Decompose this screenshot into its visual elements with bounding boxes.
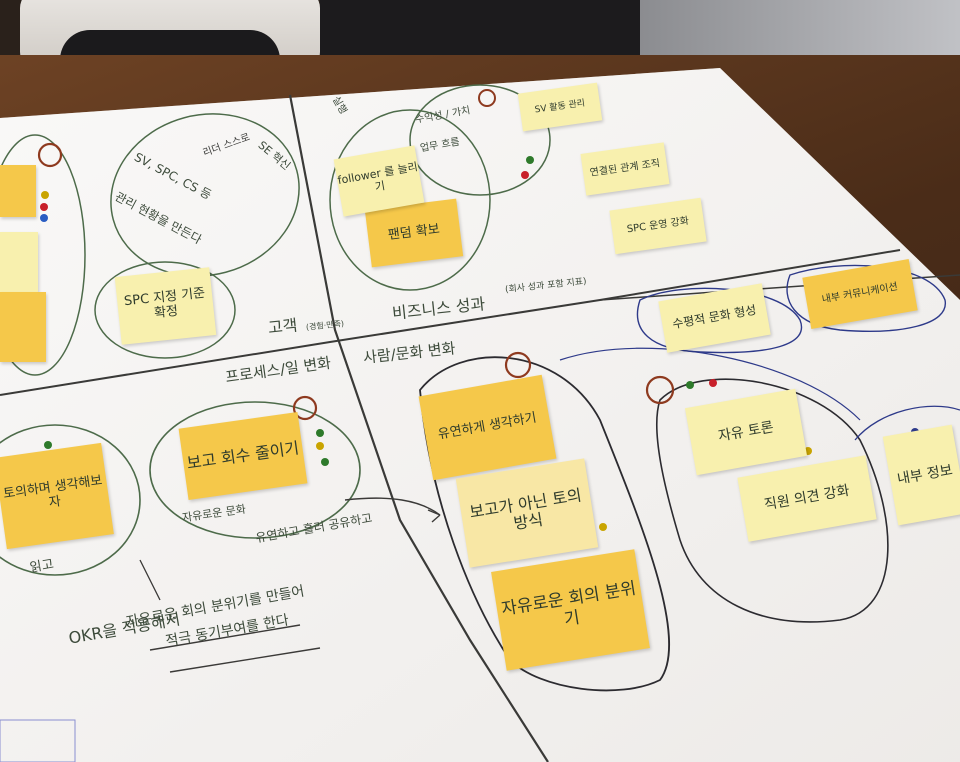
sticky-note-edge bbox=[0, 232, 38, 292]
label-customer: 고객 bbox=[267, 315, 299, 338]
sticky-note: 토의하며 생각해보자 bbox=[0, 442, 114, 550]
sticky-note-edge bbox=[0, 292, 46, 362]
sticky-note-edge bbox=[0, 165, 36, 217]
sticky-note: SPC 지정 기준 확정 bbox=[114, 267, 217, 345]
